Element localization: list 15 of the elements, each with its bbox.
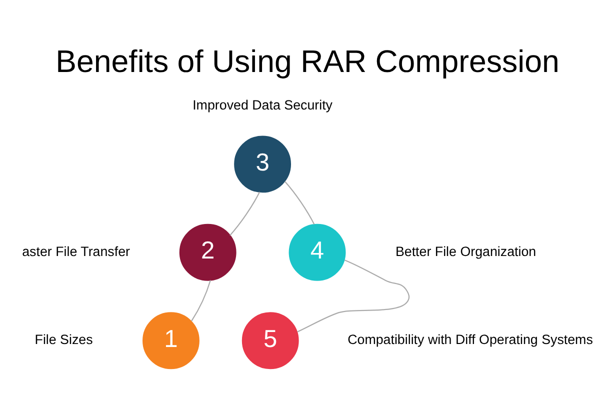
node-label: Improved Data Security: [192, 97, 333, 112]
diagram-title: Benefits of Using RAR Compression: [56, 43, 560, 78]
node-label: File Sizes: [34, 332, 93, 347]
connector: [191, 280, 211, 321]
node-label: Better File Organization: [395, 243, 536, 258]
node-label: Compatibility with Diff Operating Systems: [348, 332, 593, 347]
node-label: aster File Transfer: [22, 243, 130, 258]
connector: [284, 180, 315, 224]
connector: [297, 259, 410, 332]
node-circle: 4: [288, 223, 346, 280]
node-circle: 1: [142, 312, 200, 369]
node-circle: 2: [179, 223, 236, 280]
node-circle: 5: [242, 312, 299, 369]
node-circle: 3: [234, 135, 292, 192]
connector: [230, 191, 260, 236]
